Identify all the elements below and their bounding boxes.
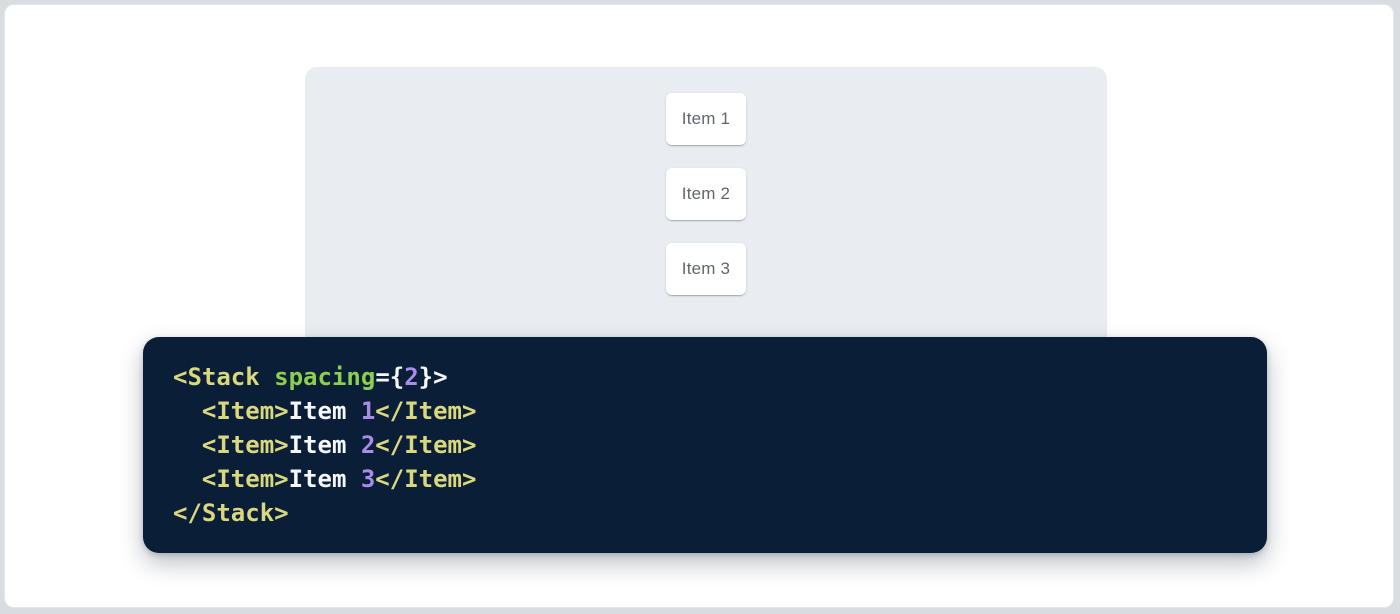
stack-item-card: Item 2 [665, 168, 747, 220]
code-content: <Stack spacing={2}> <Item>Item 1</Item> … [143, 337, 1267, 553]
code-block: <Stack spacing={2}> <Item>Item 1</Item> … [143, 337, 1267, 553]
code-token-number: 1 [360, 397, 376, 425]
code-line: <Item>Item 2</Item> [173, 428, 1237, 462]
code-token-plain: }> [418, 363, 448, 391]
code-token-number: 3 [360, 465, 376, 493]
code-token-plain: Item [288, 397, 361, 425]
code-token-plain: ={ [375, 363, 405, 391]
code-token-plain: Item [288, 465, 361, 493]
code-token-attribute: spacing [274, 363, 376, 391]
code-token-tag: </Item> [375, 397, 477, 425]
code-line: </Stack> [173, 496, 1237, 530]
code-line: <Item>Item 1</Item> [173, 394, 1237, 428]
code-token-tag: </Stack> [173, 499, 289, 527]
code-token-tag: <Item> [173, 465, 289, 493]
code-token-tag: <Item> [173, 431, 289, 459]
code-token-tag: </Item> [375, 431, 477, 459]
stack-item-card: Item 1 [665, 93, 747, 145]
code-token-tag: <Stack [173, 363, 275, 391]
stack-item-card: Item 3 [665, 243, 747, 295]
code-token-plain: Item [288, 431, 361, 459]
code-line: <Stack spacing={2}> [173, 360, 1237, 394]
code-line: <Item>Item 3</Item> [173, 462, 1237, 496]
stack: Item 1 Item 2 Item 3 [305, 67, 1107, 295]
code-token-number: 2 [360, 431, 376, 459]
code-token-tag: </Item> [375, 465, 477, 493]
demo-panel: Item 1 Item 2 Item 3 [305, 67, 1107, 347]
code-token-number: 2 [404, 363, 419, 391]
code-token-tag: <Item> [173, 397, 289, 425]
